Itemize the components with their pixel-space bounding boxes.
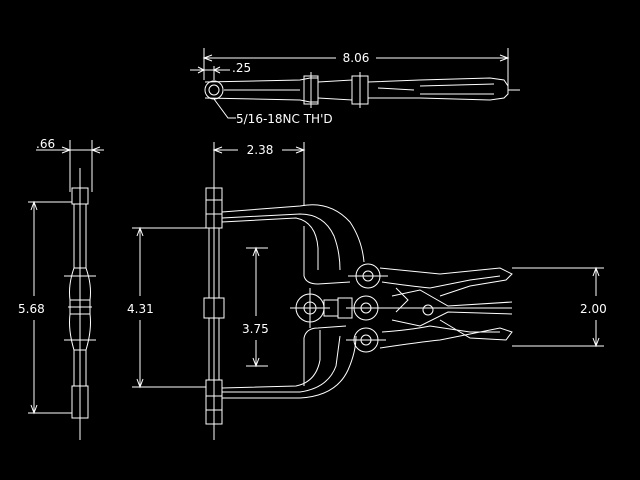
dimension-labels: 8.06 .25 5/16-18NC TH'D .66 5.68 2.38 4.…	[18, 51, 607, 336]
thread-note: 5/16-18NC TH'D	[236, 112, 333, 126]
top-view	[190, 48, 520, 119]
dim-overall-length: 8.06	[343, 51, 370, 65]
dim-jaw-opening: 2.00	[580, 302, 607, 316]
dim-frame-height: 4.31	[127, 302, 154, 316]
dim-hole-offset: .25	[232, 61, 251, 75]
dim-inner-height: 3.75	[242, 322, 269, 336]
dim-side-height: 5.68	[18, 302, 45, 316]
side-view	[28, 140, 104, 440]
dim-arm-width: 2.38	[247, 143, 274, 157]
front-view	[132, 142, 604, 440]
dim-side-thickness: .66	[36, 137, 55, 151]
